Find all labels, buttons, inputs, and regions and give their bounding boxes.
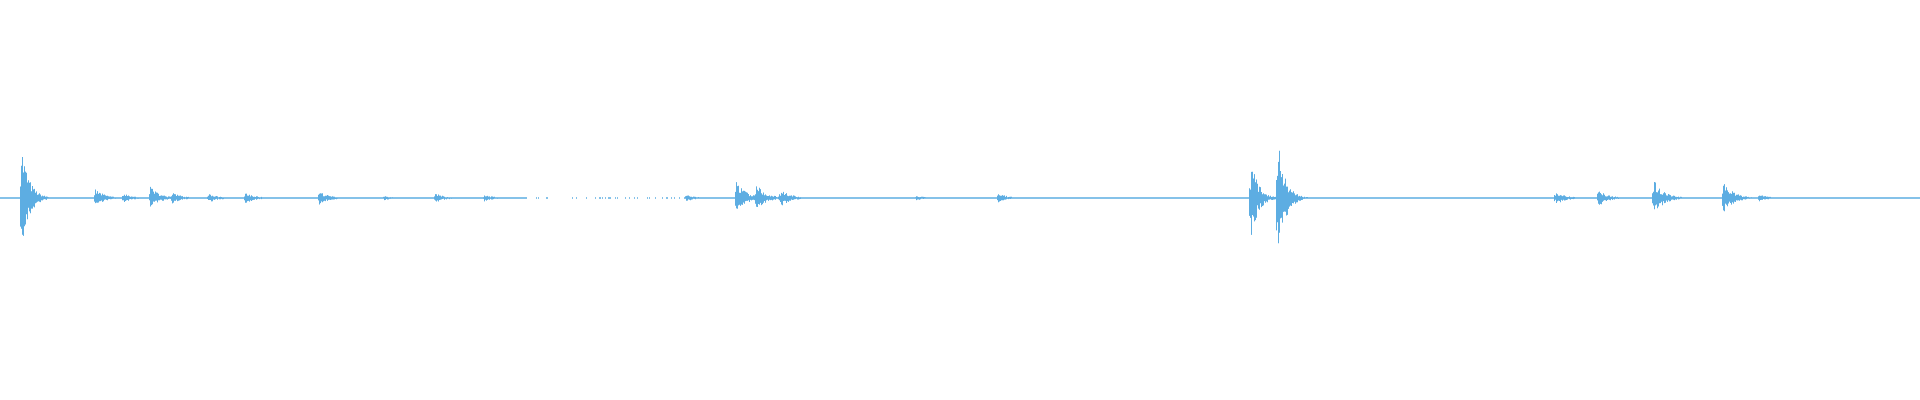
waveform-trace: [0, 150, 1920, 244]
